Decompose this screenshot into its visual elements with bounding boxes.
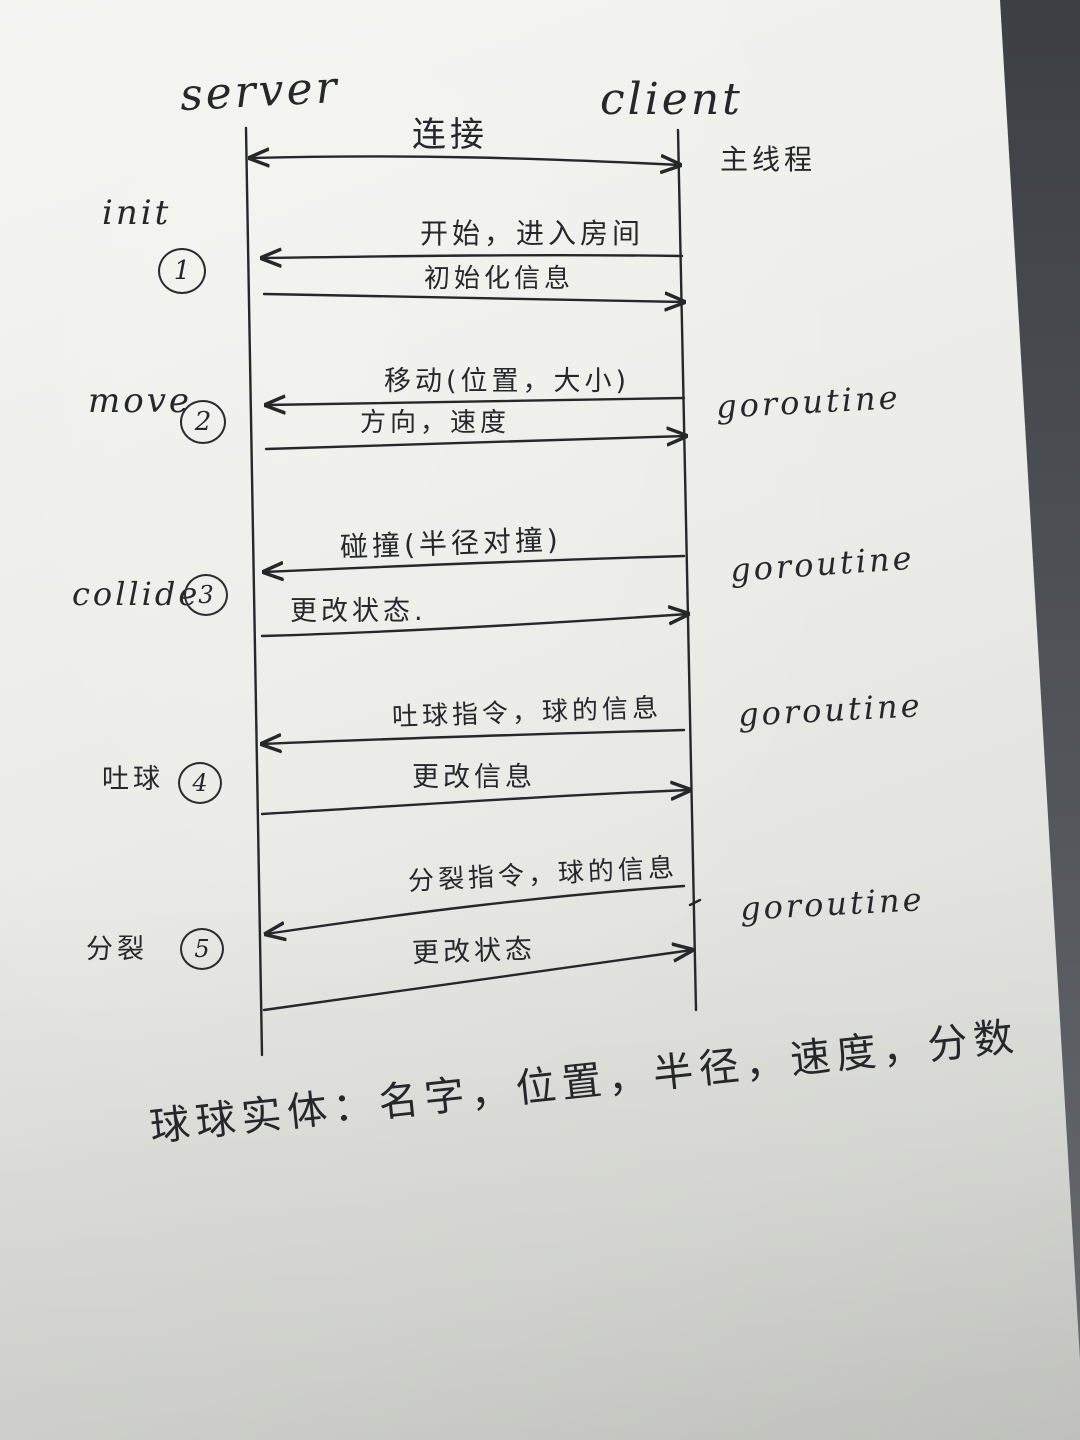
step-move-name: move (88, 381, 193, 421)
split-thread-label: goroutine (739, 880, 926, 928)
server-label: server (178, 61, 341, 122)
spit-thread-label: goroutine (737, 686, 924, 734)
client-lifeline (676, 128, 698, 1012)
spit-response-arrow (260, 790, 690, 816)
step-spit-name: 吐球 (102, 764, 164, 795)
init-response-label: 初始化信息 (424, 264, 575, 294)
split-response-label: 更改状态 (411, 933, 537, 970)
collide-request-arrow (264, 554, 686, 572)
connect-arrow (250, 156, 680, 165)
server-lifeline (244, 126, 264, 1057)
collide-response-label: 更改状态. (290, 596, 427, 627)
client-label: client (600, 74, 743, 125)
step-number-1: 1 (158, 248, 206, 294)
spit-response-label: 更改信息 (412, 762, 536, 793)
step-number-5: 5 (180, 928, 224, 970)
init-response-arrow (262, 294, 684, 302)
spit-request-arrow (262, 728, 686, 744)
move-request-label: 移动(位置，大小) (384, 366, 631, 397)
connect-label: 连接 (412, 115, 488, 155)
main-thread-label: 主线程 (720, 143, 817, 176)
step-split-name: 分裂 (86, 934, 148, 965)
move-response-arrow (264, 436, 686, 451)
step-number-2: 2 (180, 400, 226, 444)
collide-request-label: 碰撞(半径对撞) (339, 523, 563, 564)
collide-response-arrow (260, 614, 688, 638)
move-thread-label: goroutine (715, 378, 902, 426)
init-request-label: 开始，进入房间 (420, 217, 645, 250)
step-init-name: init (102, 193, 172, 233)
step-number-3: 3 (184, 574, 228, 616)
step-collide-name: collide (72, 575, 201, 613)
init-request-arrow (262, 255, 684, 258)
move-response-label: 方向，速度 (360, 408, 511, 438)
step-number-4: 4 (178, 762, 222, 804)
move-request-arrow (266, 398, 686, 405)
split-request-arrow (266, 884, 686, 934)
split-response-arrow (262, 950, 692, 1012)
